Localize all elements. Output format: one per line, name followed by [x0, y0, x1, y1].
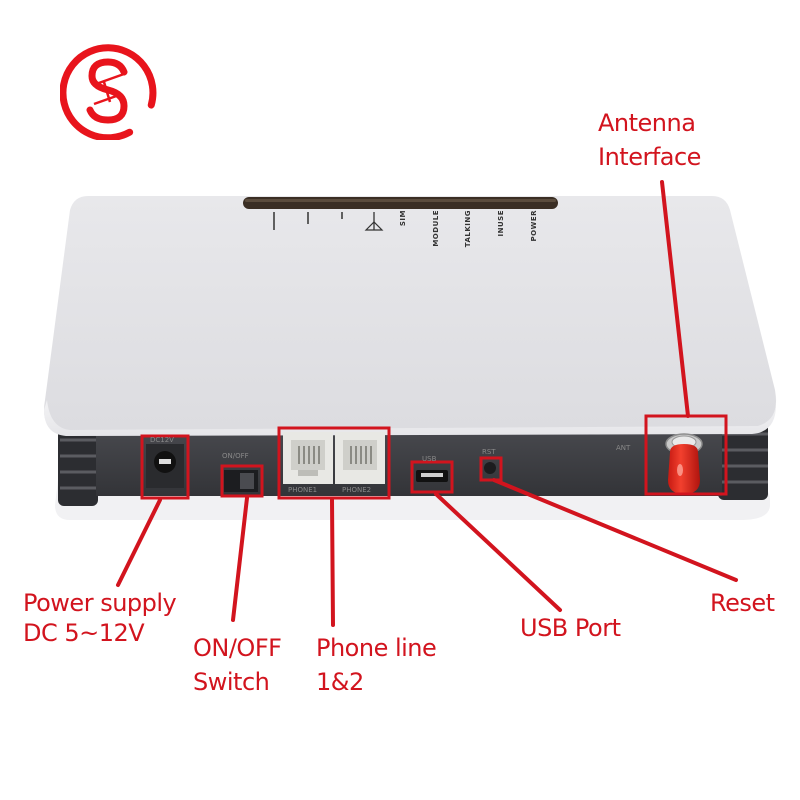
switch-label-line2: Switch — [193, 668, 270, 696]
port-label-phone1: PHONE1 — [288, 486, 318, 494]
led-label-sim: SIM — [399, 210, 407, 227]
port-label-phone2: PHONE2 — [342, 486, 372, 494]
power-label-line1: Power supply — [23, 589, 177, 617]
right-vents — [718, 420, 768, 500]
led-label-module: MODULE — [432, 210, 440, 247]
port-label-power: DC12V — [150, 436, 174, 444]
port-label-reset: RST — [482, 448, 496, 456]
annotation-usb: USB Port — [520, 613, 621, 643]
annotation-reset: Reset — [710, 588, 775, 618]
led-label-talking: TALKING — [464, 210, 472, 248]
antenna-label-line2: Interface — [598, 143, 701, 171]
port-label-usb: USB — [422, 455, 437, 463]
led-label-power: POWER — [530, 210, 538, 242]
annotation-phone: Phone line 1&2 — [316, 633, 437, 697]
switch-label-line1: ON/OFF — [193, 634, 282, 662]
logo-icon — [59, 44, 157, 142]
power-label-line2: DC 5~12V — [23, 619, 145, 647]
brand-logo — [59, 40, 160, 142]
phone-port-2 — [335, 432, 385, 484]
port-label-antenna: ANT — [616, 444, 631, 452]
reset-label: Reset — [710, 589, 775, 617]
signal-antenna-icon — [364, 212, 384, 231]
phone-label-line1: Phone line — [316, 634, 437, 662]
usb-label: USB Port — [520, 614, 621, 642]
port-label-switch: ON/OFF — [222, 452, 249, 460]
led-label-inuse: INUSE — [497, 210, 505, 237]
left-vents — [58, 428, 98, 506]
phone-label-line2: 1&2 — [316, 668, 364, 696]
antenna-label-line1: Antenna — [598, 109, 696, 137]
annotation-switch: ON/OFF Switch — [193, 633, 282, 697]
phone-port-1 — [283, 432, 333, 484]
antenna-connector — [665, 433, 703, 494]
annotation-power: Power supply DC 5~12V — [23, 588, 177, 648]
annotation-antenna: Antenna Interface — [598, 108, 701, 172]
